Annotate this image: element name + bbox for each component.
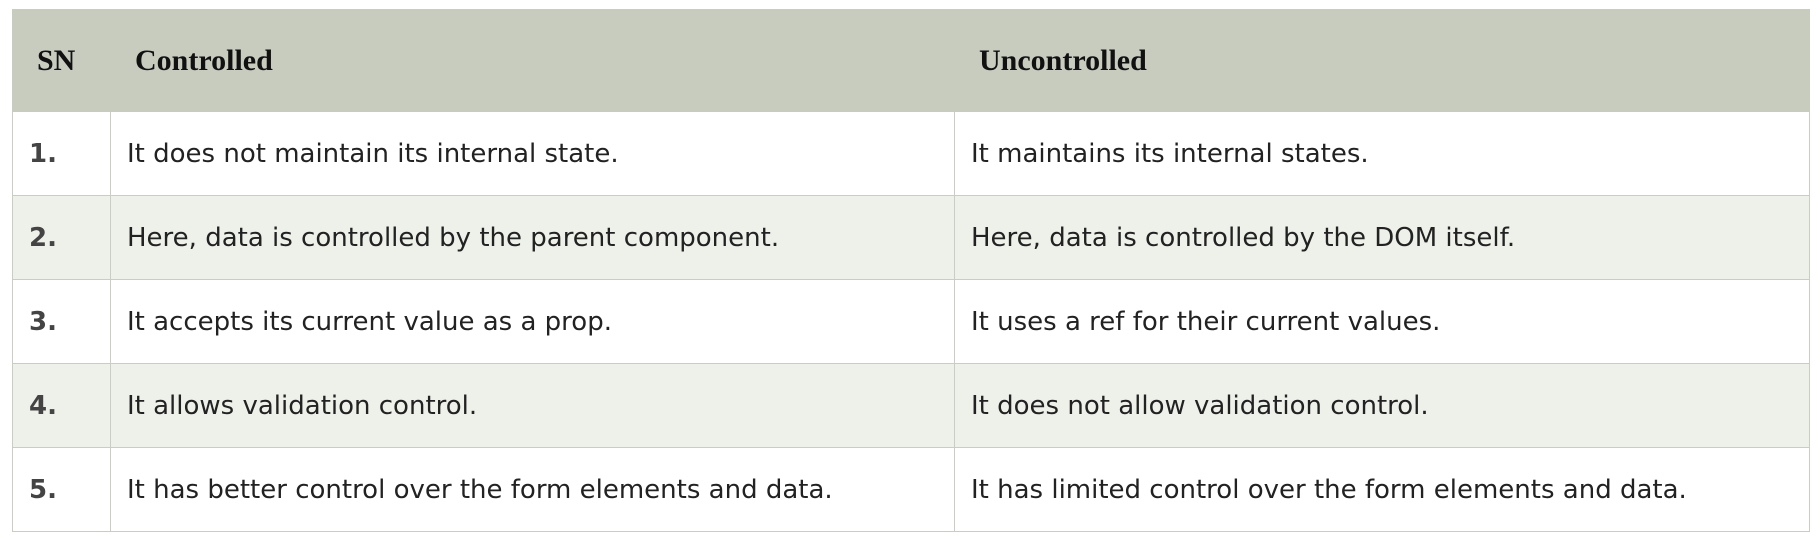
uncontrolled-cell: It uses a ref for their current values. <box>954 279 1810 364</box>
controlled-cell: Here, data is controlled by the parent c… <box>110 195 955 280</box>
controlled-cell: It has better control over the form elem… <box>110 447 955 532</box>
row-number: 1. <box>12 111 111 196</box>
table-body: 1. It does not maintain its internal sta… <box>12 111 1810 532</box>
uncontrolled-cell: It does not allow validation control. <box>954 363 1810 448</box>
uncontrolled-cell: It maintains its internal states. <box>954 111 1810 196</box>
row-number: 3. <box>12 279 111 364</box>
table-row: 1. It does not maintain its internal sta… <box>12 111 1810 196</box>
controlled-cell: It accepts its current value as a prop. <box>110 279 955 364</box>
row-number: 2. <box>12 195 111 280</box>
table-row: 4. It allows validation control. It does… <box>12 363 1810 448</box>
table-row: 2. Here, data is controlled by the paren… <box>12 195 1810 280</box>
table-header: SN Controlled Uncontrolled <box>12 9 1810 112</box>
row-number: 4. <box>12 363 111 448</box>
table-row: 5. It has better control over the form e… <box>12 447 1810 532</box>
controlled-cell: It does not maintain its internal state. <box>110 111 955 196</box>
table-row: 3. It accepts its current value as a pro… <box>12 279 1810 364</box>
comparison-table: SN Controlled Uncontrolled 1. It does no… <box>12 9 1810 532</box>
header-sn: SN <box>12 9 111 112</box>
uncontrolled-cell: Here, data is controlled by the DOM itse… <box>954 195 1810 280</box>
row-number: 5. <box>12 447 111 532</box>
uncontrolled-cell: It has limited control over the form ele… <box>954 447 1810 532</box>
header-controlled: Controlled <box>110 9 955 112</box>
comparison-table-container: SN Controlled Uncontrolled 1. It does no… <box>12 9 1810 532</box>
header-uncontrolled: Uncontrolled <box>954 9 1810 112</box>
controlled-cell: It allows validation control. <box>110 363 955 448</box>
header-row: SN Controlled Uncontrolled <box>12 9 1810 112</box>
